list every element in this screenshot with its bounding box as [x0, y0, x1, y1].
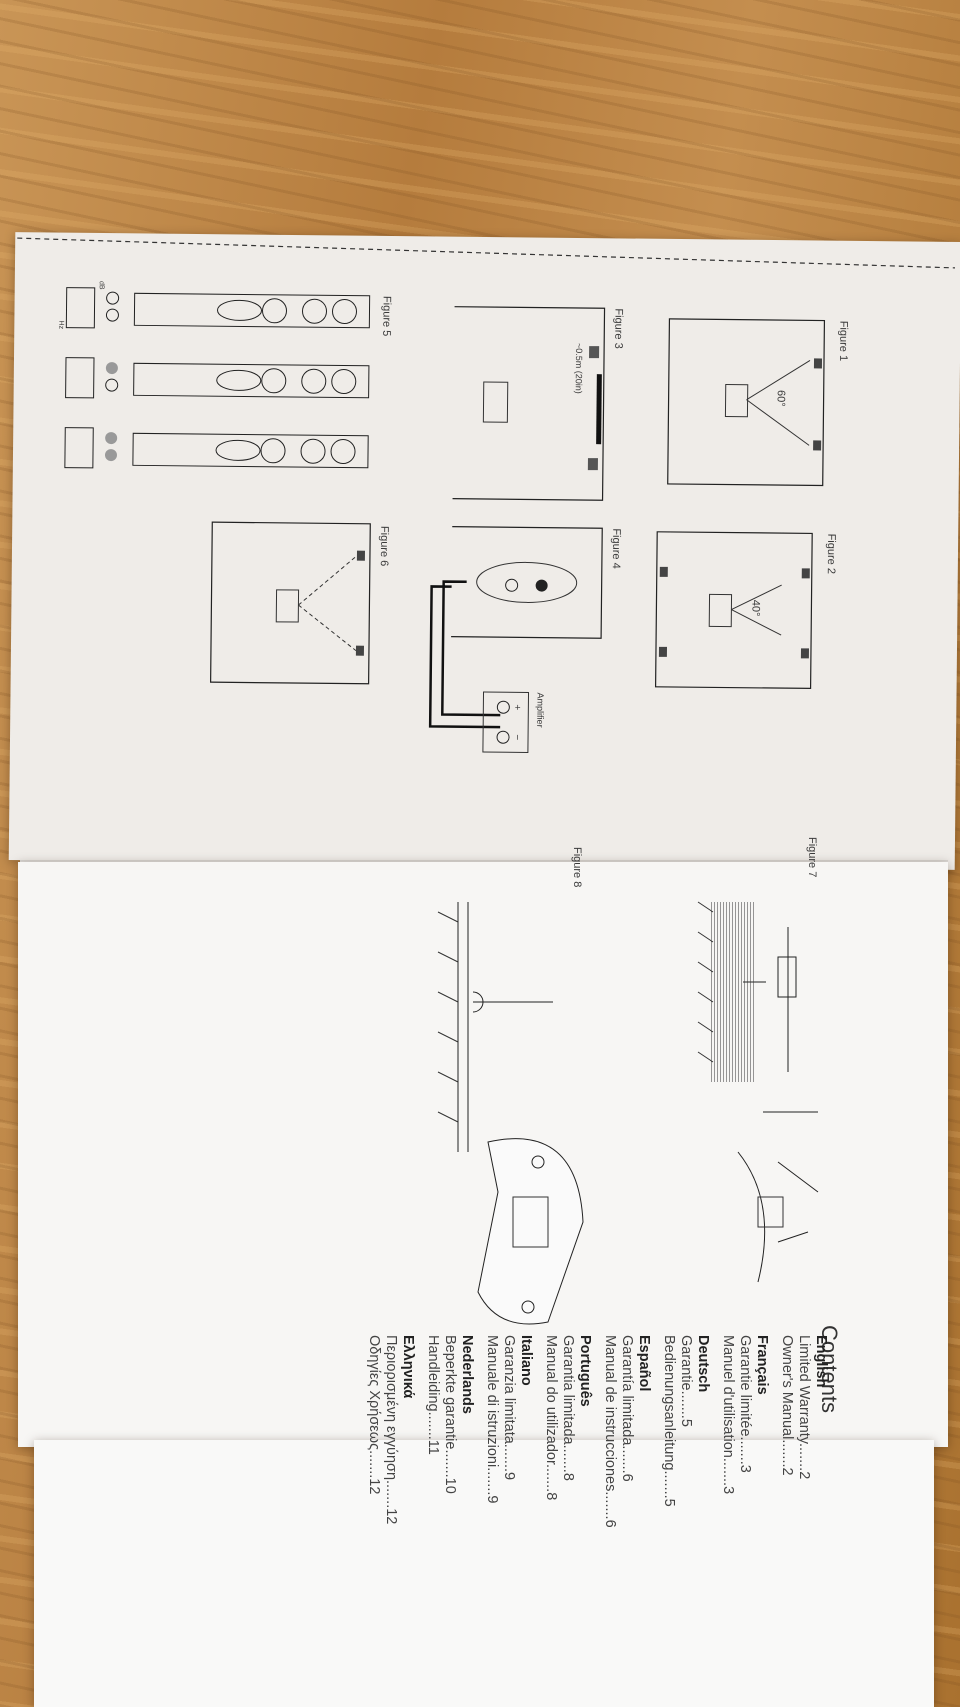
- toc-leader-dots: .......: [425, 1411, 441, 1440]
- angle-40-label: 40°: [749, 599, 762, 617]
- toc-entry-page: 12: [383, 1508, 399, 1525]
- toc-entry-page: 9: [484, 1495, 500, 1504]
- distance-label: ~0.5m (20in): [573, 342, 585, 394]
- figure-3-label: Figure 3: [612, 308, 625, 349]
- toc-entry[interactable]: Manual de instrucciones.......6: [601, 1335, 618, 1528]
- minus-terminal-label: −: [511, 734, 523, 741]
- toc-leader-dots: .......: [484, 1467, 500, 1496]
- toc-entry[interactable]: Περιορισμένη εγγύηση.......12: [382, 1335, 399, 1528]
- toc-entry-page: 10: [442, 1477, 458, 1494]
- toc-entry-label: Handleiding: [425, 1335, 441, 1412]
- toc-language-heading: Deutsch: [695, 1335, 711, 1393]
- toc-language-heading: Ελληνικά: [400, 1335, 416, 1399]
- toc-entry-label: Bedienungsanleitung: [661, 1335, 677, 1471]
- toc-entry-page: 11: [425, 1439, 441, 1455]
- figures-drawing: [17, 237, 956, 753]
- toc-entry-label: Garantie: [678, 1335, 694, 1391]
- toc-entry-label: Manuel d'utilisation: [720, 1335, 736, 1458]
- figure-6-label: Figure 6: [377, 525, 391, 567]
- toc-language-heading: Français: [754, 1335, 770, 1395]
- toc-entry[interactable]: Handleiding.......11: [424, 1335, 441, 1528]
- toc-entry[interactable]: Bedienungsanleitung.......5: [660, 1335, 677, 1528]
- toc-entry-page: 5: [678, 1418, 694, 1427]
- toc-entry[interactable]: Garantia limitada.......8: [559, 1335, 576, 1528]
- toc-entry-page: 8: [543, 1492, 559, 1501]
- figure-2-label: Figure 2: [824, 533, 838, 575]
- db-label: dB: [97, 280, 105, 290]
- figure-8-label: Figure 8: [571, 847, 583, 888]
- toc-language-heading: Português: [577, 1335, 593, 1407]
- toc-leader-dots: .......: [366, 1450, 382, 1479]
- figure-1-label: Figure 1: [837, 320, 850, 362]
- toc-entry-page: 5: [661, 1498, 677, 1507]
- toc-entry[interactable]: Beperkte garantie.......10: [441, 1335, 458, 1528]
- toc-entry-page: 12: [366, 1478, 382, 1495]
- toc-leader-dots: .......: [442, 1449, 458, 1478]
- toc-entry[interactable]: Garantie limitée.......3: [736, 1335, 753, 1528]
- plus-terminal-label: +: [511, 704, 523, 711]
- toc-leader-dots: .......: [796, 1442, 812, 1472]
- mounting-drawing: [437, 901, 819, 1325]
- toc-entry[interactable]: Limited Warranty.......2: [795, 1335, 812, 1528]
- toc-entry-page: 3: [737, 1464, 753, 1473]
- toc-language-heading: Nederlands: [459, 1335, 475, 1414]
- toc-entry-label: Περιορισμένη εγγύηση: [383, 1335, 399, 1481]
- toc-leader-dots: .......: [501, 1443, 517, 1472]
- figure-5-label: Figure 5: [380, 295, 393, 337]
- toc-entry[interactable]: Garanzia limitata.......9: [500, 1335, 517, 1528]
- toc-leader-dots: .......: [383, 1480, 399, 1509]
- toc-leader-dots: .......: [560, 1444, 576, 1473]
- toc-entry-page: 6: [619, 1473, 635, 1482]
- toc-entry[interactable]: Owner's Manual.......2: [778, 1335, 795, 1528]
- toc-leader-dots: .......: [661, 1470, 677, 1499]
- toc-entry-page: 6: [602, 1519, 618, 1528]
- toc-entry[interactable]: Manuale di istruzioni.......9: [483, 1335, 500, 1528]
- manual-figures-page: Figure 1 60° Figure 2 40° Figure 3 ~0.5m…: [8, 232, 960, 870]
- toc-entry-page: 2: [796, 1471, 812, 1480]
- toc-entry[interactable]: Manuel d'utilisation.......3: [719, 1335, 736, 1528]
- figure-7-label: Figure 7: [806, 837, 818, 878]
- toc-entry-label: Garanzia limitata: [501, 1335, 517, 1444]
- manual-figures-page-2: Figure 7 Figure 8: [18, 837, 948, 1447]
- toc-entry-label: Garantía limitada: [619, 1335, 635, 1446]
- toc-leader-dots: .......: [678, 1390, 694, 1419]
- toc-entry-label: Οδηγίες Χρήσεως: [366, 1335, 382, 1451]
- amplifier-label: Amplifier: [535, 692, 546, 728]
- toc-leader-dots: .......: [602, 1491, 618, 1520]
- angle-60-label: 60°: [774, 390, 787, 407]
- toc-entry-label: Owner's Manual: [779, 1335, 795, 1440]
- toc-leader-dots: .......: [737, 1436, 753, 1465]
- toc-entry[interactable]: Manual do utilizador.......8: [542, 1335, 559, 1528]
- toc-entry-label: Beperkte garantie: [442, 1335, 458, 1450]
- toc-language-heading: Español: [636, 1335, 652, 1392]
- toc-entry-page: 9: [501, 1472, 517, 1481]
- figure-4-label: Figure 4: [609, 528, 623, 569]
- toc-entry-label: Manual do utilizador: [543, 1335, 559, 1464]
- toc-entry[interactable]: Garantía limitada.......6: [618, 1335, 635, 1528]
- toc-entry-label: Manuale di istruzioni: [484, 1335, 500, 1468]
- toc-leader-dots: .......: [619, 1445, 635, 1474]
- toc-leader-dots: .......: [543, 1463, 559, 1493]
- toc-entry-label: Garantia limitada: [560, 1335, 576, 1445]
- toc-entry[interactable]: Garantie.......5: [677, 1335, 694, 1528]
- toc-entry-page: 2: [779, 1467, 795, 1476]
- toc-leader-dots: .......: [779, 1439, 795, 1468]
- toc-entry-page: 3: [720, 1486, 736, 1495]
- toc-entry-label: Manual de instrucciones: [602, 1335, 618, 1492]
- toc-leader-dots: .......: [720, 1457, 736, 1487]
- toc-language-heading: English: [813, 1335, 829, 1388]
- hz-label: Hz: [57, 320, 65, 330]
- toc-entry-page: 8: [560, 1472, 576, 1481]
- toc-entry[interactable]: Οδηγίες Χρήσεως.......12: [365, 1335, 382, 1528]
- toc-language-heading: Italiano: [518, 1335, 534, 1386]
- toc-entry-label: Garantie limitée: [737, 1335, 753, 1437]
- toc-entry-label: Limited Warranty: [796, 1335, 812, 1443]
